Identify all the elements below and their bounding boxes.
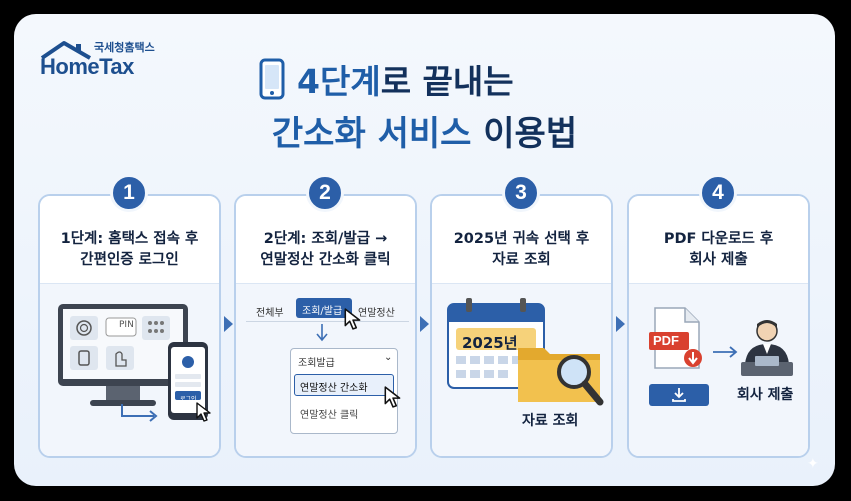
menu-tab-bar [246, 298, 409, 322]
title-highlight-4steps: 4단계 [297, 62, 381, 101]
person-caption: 회사 제출 [737, 387, 794, 403]
folder-caption: 자료 조회 [522, 413, 579, 429]
step-number-4: 4 [699, 174, 737, 212]
smartphone-icon [259, 58, 285, 100]
tab-inquiry-active [296, 298, 352, 318]
monitor-icon [58, 304, 188, 406]
dropdown-title: 조회발급 [298, 358, 335, 369]
arrow-right-icon [224, 316, 233, 332]
step-number-3: 3 [502, 174, 540, 212]
tab-all: 전체부 [256, 308, 284, 319]
step3-line1: 2025년 귀속 선택 후 [453, 230, 590, 247]
step4-line2: 회사 제출 [689, 251, 748, 268]
title-line1-rest: 로 끝내는 [380, 62, 514, 101]
title-line2-rest: 이용법 [471, 114, 578, 154]
tab-year-end: 연말정산 [358, 308, 395, 319]
step2-line1: 2단계: 조회/발급 → [263, 230, 388, 247]
pin-label: PIN [119, 320, 134, 330]
arrow-right-icon [616, 316, 625, 332]
logo-big-text: HomeTax [40, 54, 134, 79]
step-card-4-illustration: PDF 회사 제출 [629, 284, 808, 456]
step1-line1: 1단계: 홈택스 접속 후 [60, 230, 199, 247]
cursor-icon [196, 402, 211, 422]
logo-small-text: 국세청홈택스 [94, 41, 155, 54]
step-card-2: 2단계: 조회/발급 → 연말정산 간소화 클릭 전체부 조회/발급 연말정산 조… [234, 194, 417, 458]
house-roof-icon [40, 41, 91, 60]
pdf-label: PDF [653, 333, 679, 348]
step-card-3-illustration: 2025년 자료 조회 [432, 284, 611, 456]
step-number-2: 2 [306, 174, 344, 212]
hometax-logo: 국세청홈택스 HomeTax [38, 38, 188, 94]
calendar-year-label: 2025년 [462, 334, 518, 352]
dropdown-item-highlight [294, 374, 394, 396]
download-icon [672, 388, 686, 402]
arrow-down-icon [316, 324, 328, 342]
title-line1: 4단계로 끝내는 [259, 54, 514, 104]
infographic-frame: 국세청홈택스 HomeTax 4단계로 끝내는 간소화 서비스 이용법 1 2 … [14, 14, 835, 486]
step3-line2: 자료 조회 [492, 251, 551, 268]
office-worker-icon [741, 320, 793, 376]
return-arrow-icon [121, 404, 158, 422]
step-card-2-illustration: 전체부 조회/발급 연말정산 조회발급 ⌄ 연말정산 간소화 연말정산 클릭 [236, 284, 415, 456]
step1-line2: 간편인증 로그인 [80, 251, 179, 268]
tab-inquiry-label: 조회/발급 [302, 306, 343, 317]
cursor-icon [344, 308, 361, 330]
step4-line1: PDF 다운로드 후 [663, 230, 774, 247]
chevron-down-icon: ⌄ [384, 352, 393, 363]
step-card-1-illustration: PIN 로그인 [40, 284, 219, 456]
title-line2: 간소화 서비스 이용법 [14, 106, 835, 155]
step2-line2: 연말정산 간소화 클릭 [260, 251, 391, 268]
title-highlight-service: 간소화 서비스 [271, 114, 472, 154]
phone-icon [168, 342, 208, 420]
dropdown-item-simplified: 연말정산 간소화 [300, 383, 368, 394]
login-button-label: 로그인 [180, 396, 197, 403]
magnifier-icon [557, 355, 604, 406]
step-number-1: 1 [110, 174, 148, 212]
sparkle-icon: ✦ [807, 456, 819, 472]
dropdown-item-click: 연말정산 클릭 [300, 410, 359, 421]
arrow-right-icon [713, 346, 738, 358]
cursor-icon [384, 386, 401, 408]
arrow-right-icon [420, 316, 429, 332]
pdf-file-icon [649, 307, 702, 369]
